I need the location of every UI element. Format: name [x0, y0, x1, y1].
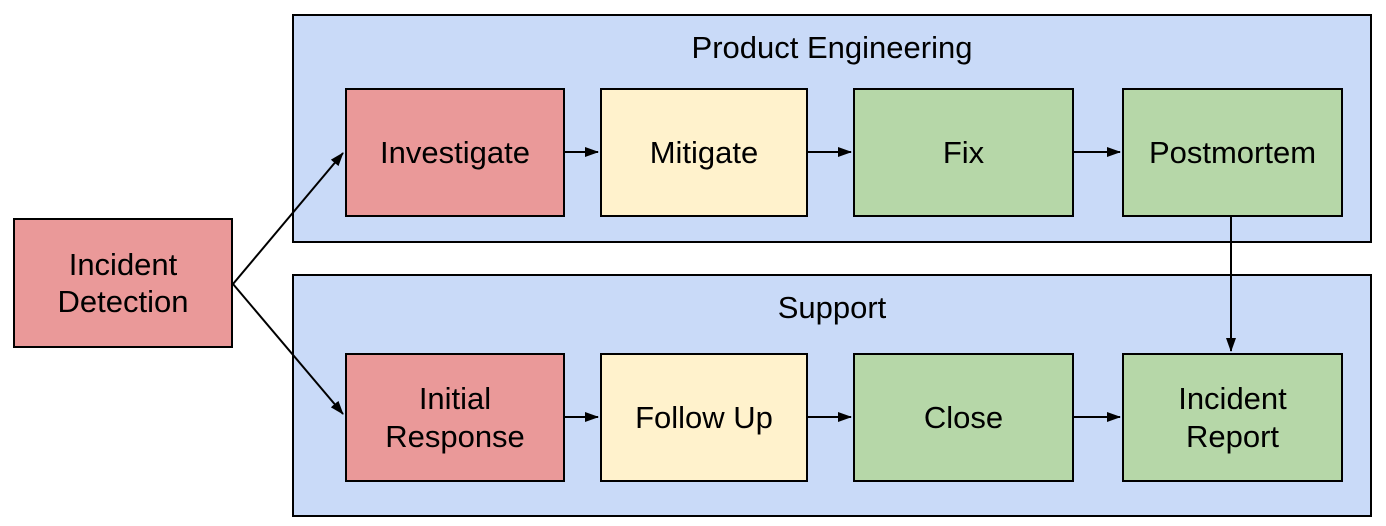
node-incident-detection: Incident Detection: [13, 218, 233, 348]
node-follow-up: Follow Up: [600, 353, 808, 482]
node-mitigate: Mitigate: [600, 88, 808, 217]
node-investigate: Investigate: [345, 88, 565, 217]
node-initial-response: Initial Response: [345, 353, 565, 482]
node-fix: Fix: [853, 88, 1074, 217]
node-postmortem: Postmortem: [1122, 88, 1343, 217]
node-close: Close: [853, 353, 1074, 482]
lane-title-product-engineering: Product Engineering: [691, 30, 973, 65]
node-incident-report: Incident Report: [1122, 353, 1343, 482]
lane-title-support: Support: [777, 290, 887, 325]
